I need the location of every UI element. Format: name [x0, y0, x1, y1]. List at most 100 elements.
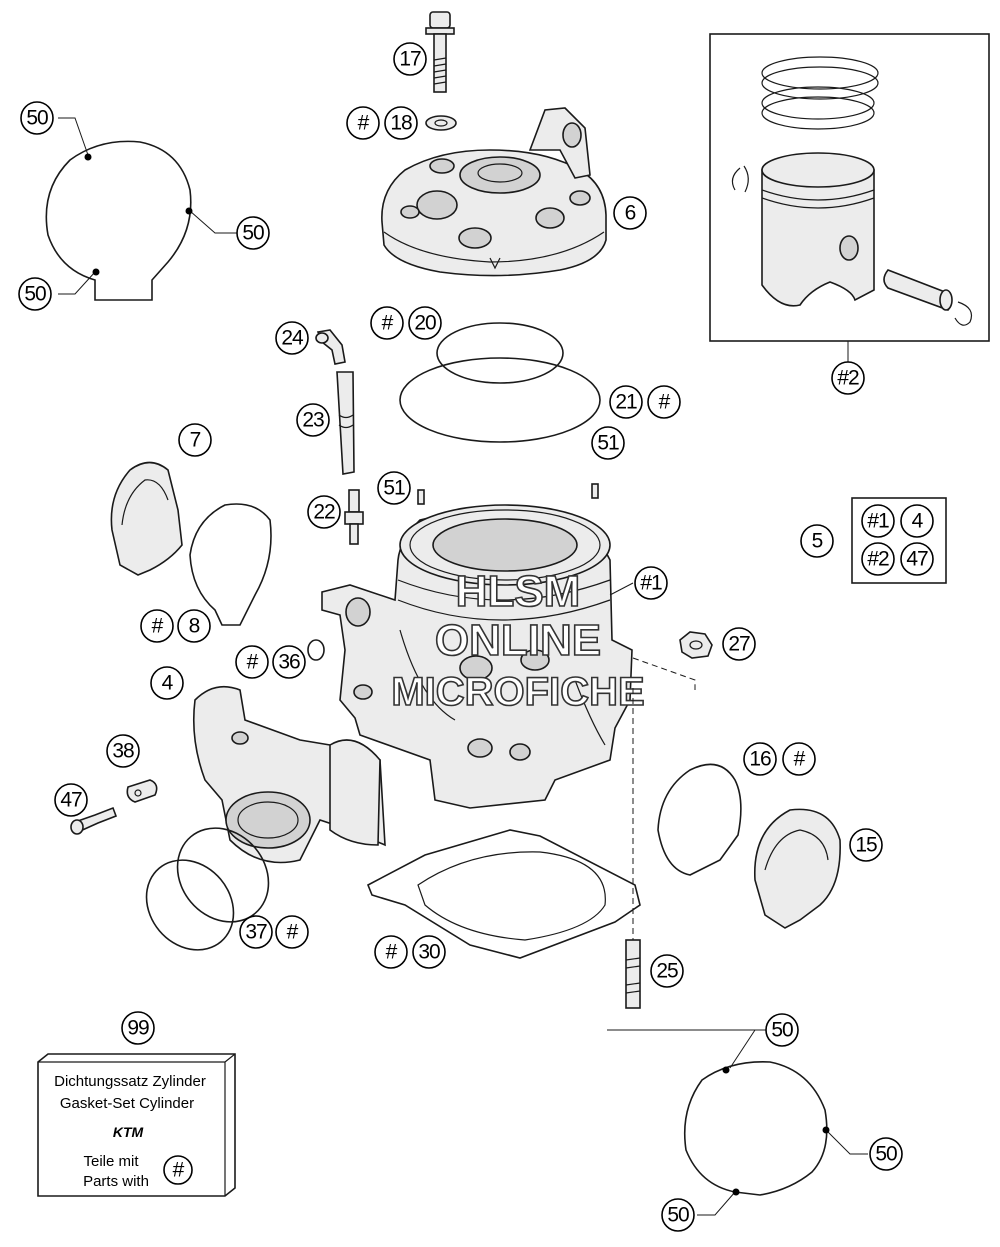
- callout-47: 47: [54, 783, 88, 817]
- svg-text:23: 23: [302, 409, 324, 432]
- svg-text:51: 51: [597, 432, 619, 455]
- svg-text:37: 37: [245, 921, 267, 944]
- svg-text:36: 36: [278, 651, 300, 674]
- callout-kit-2: #2: [861, 542, 895, 576]
- svg-text:#: #: [173, 1159, 185, 1182]
- svg-text:25: 25: [656, 960, 678, 983]
- svg-text:15: 15: [855, 834, 877, 857]
- svg-text:17: 17: [399, 48, 421, 71]
- svg-text:#: #: [659, 391, 671, 414]
- callout-50-d: 50: [765, 1013, 799, 1047]
- callout-22: 22: [307, 495, 341, 529]
- cylinder-head-6: [381, 107, 607, 277]
- svg-text:#: #: [358, 112, 370, 135]
- callout-50-c: 50: [18, 277, 52, 311]
- svg-text:20: 20: [414, 312, 436, 335]
- angled-fitting-24: [315, 329, 346, 365]
- callout-21: 21: [609, 385, 643, 419]
- svg-text:16: 16: [749, 748, 771, 771]
- clamp-38: [126, 779, 158, 803]
- callout-20: 20: [408, 306, 442, 340]
- gasket-box-line-4: Parts with: [83, 1173, 149, 1190]
- watermark: HLSM ONLINE MICROFICHE: [391, 566, 646, 715]
- svg-text:30: 30: [418, 941, 440, 964]
- callout-36-hash: #: [235, 645, 269, 679]
- callout-50-f: 50: [661, 1198, 695, 1232]
- watermark-line-3: MICROFICHE: [391, 670, 644, 714]
- callout-8: 8: [177, 609, 211, 643]
- callout-cylinder-1: #1: [634, 566, 668, 600]
- callout-50-a: 50: [20, 101, 54, 135]
- svg-text:18: 18: [390, 112, 412, 135]
- svg-text:#1: #1: [867, 510, 889, 533]
- svg-text:#2: #2: [867, 548, 889, 571]
- watermark-line-1: HLSM: [456, 567, 581, 616]
- svg-text:47: 47: [60, 789, 82, 812]
- callout-24: 24: [275, 321, 309, 355]
- svg-text:#: #: [794, 748, 806, 771]
- svg-text:#: #: [287, 921, 299, 944]
- watermark-line-2: ONLINE: [435, 616, 601, 665]
- svg-text:#: #: [152, 615, 164, 638]
- gasket-box-line-1: Dichtungssatz Zylinder: [54, 1073, 206, 1090]
- svg-text:51: 51: [383, 477, 405, 500]
- nut-27: [679, 631, 713, 659]
- svg-text:99: 99: [127, 1017, 149, 1040]
- callout-15: 15: [849, 828, 883, 862]
- svg-text:27: 27: [728, 633, 750, 656]
- callout-51-b: 51: [591, 426, 625, 460]
- svg-text:38: 38: [112, 740, 134, 763]
- callout-30-hash: #: [374, 935, 408, 969]
- head-bolt-17: [425, 11, 455, 93]
- callout-51-a: 51: [377, 471, 411, 505]
- gasket-set-box-99: Dichtungssatz Zylinder Gasket-Set Cylind…: [37, 1053, 236, 1197]
- o-ring-21: [399, 357, 601, 443]
- cover-gasket-50-top: [45, 140, 192, 301]
- svg-text:50: 50: [24, 283, 46, 306]
- leader-lines: [58, 117, 868, 1216]
- svg-text:50: 50: [26, 107, 48, 130]
- mount-dots: [84, 153, 830, 1196]
- svg-text:47: 47: [906, 548, 928, 571]
- svg-text:4: 4: [162, 672, 174, 695]
- callout-30: 30: [412, 935, 446, 969]
- ktm-logo: KTM: [113, 1124, 144, 1140]
- callout-25: 25: [650, 954, 684, 988]
- hose-23: [336, 371, 355, 475]
- o-ring-20: [436, 322, 564, 384]
- callout-27: 27: [722, 627, 756, 661]
- svg-text:8: 8: [189, 615, 200, 638]
- callout-38: 38: [106, 734, 140, 768]
- screw-47: [70, 806, 118, 835]
- o-ring-37-b: [145, 859, 235, 951]
- svg-text:#1: #1: [640, 572, 662, 595]
- cylinder-1: [321, 483, 633, 809]
- callout-16-hash: #: [782, 742, 816, 776]
- callout-50-e: 50: [869, 1137, 903, 1171]
- gasket-box-line-3: Teile mit: [83, 1153, 139, 1170]
- cover-gasket-8: [189, 503, 272, 626]
- callout-piston-kit: #2: [831, 361, 865, 395]
- svg-text:#: #: [386, 941, 398, 964]
- exhaust-cover-7: [110, 461, 183, 576]
- callout-99: 99: [121, 1011, 155, 1045]
- kit-box-5: [851, 497, 947, 584]
- callout-18: 18: [384, 106, 418, 140]
- callout-kit-4: 4: [900, 504, 934, 538]
- callout-21-hash: #: [647, 385, 681, 419]
- callout-8-hash: #: [140, 609, 174, 643]
- svg-text:50: 50: [771, 1019, 793, 1042]
- cover-gasket-50-bottom: [683, 1061, 828, 1196]
- gasket-box-line-2: Gasket-Set Cylinder: [60, 1095, 194, 1112]
- intake-manifold-4: [192, 685, 386, 864]
- callout-17: 17: [393, 42, 427, 76]
- valve-cover-15: [754, 808, 841, 929]
- svg-text:6: 6: [625, 202, 636, 225]
- callout-4: 4: [150, 666, 184, 700]
- stud-25: [625, 939, 641, 1009]
- callout-16: 16: [743, 742, 777, 776]
- svg-text:4: 4: [912, 510, 924, 533]
- callout-20-hash: #: [370, 306, 404, 340]
- svg-text:22: 22: [313, 501, 335, 524]
